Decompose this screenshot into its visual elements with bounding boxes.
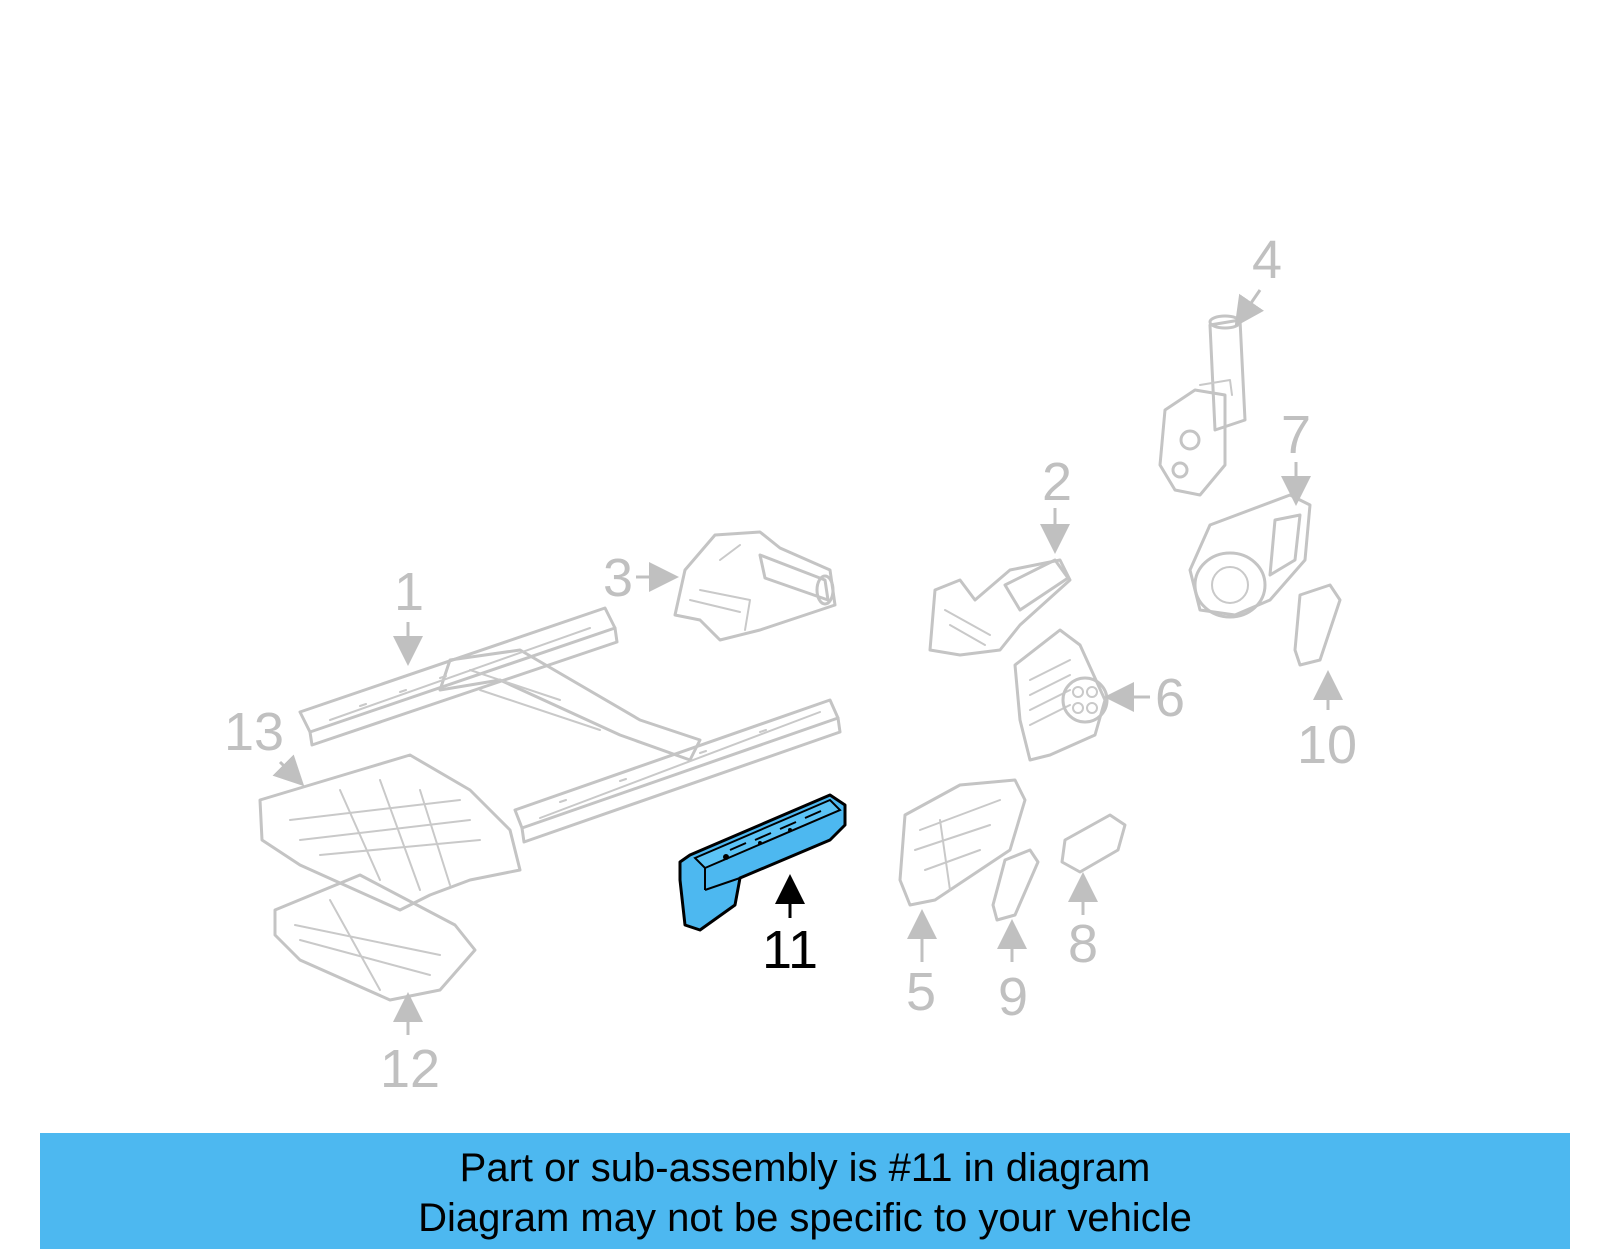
- callout-7: 7: [1281, 405, 1311, 465]
- part-6-module: [1013, 628, 1109, 762]
- part-11-switch: [678, 793, 847, 932]
- part-9-cover: [991, 848, 1040, 922]
- part-1-seat-track: [298, 606, 842, 844]
- part-10-cover: [1293, 583, 1342, 667]
- part-4-motor: [1158, 314, 1247, 497]
- callout-4: 4: [1252, 230, 1282, 290]
- banner-line-2: Diagram may not be specific to your vehi…: [418, 1196, 1192, 1240]
- callout-9: 9: [998, 967, 1028, 1027]
- callout-11: 11: [762, 920, 818, 980]
- info-banner: Part or sub-assembly is #11 in diagram D…: [40, 1133, 1570, 1249]
- part-8-cover: [1060, 813, 1127, 874]
- part-7-lumbar-module: [1188, 493, 1312, 619]
- callout-6: 6: [1155, 668, 1185, 728]
- leader-lines: [272, 289, 1343, 1035]
- part-3-motor-bracket: [673, 530, 837, 642]
- callout-10: 10: [1297, 715, 1357, 775]
- banner-line-1: Part or sub-assembly is #11 in diagram: [459, 1146, 1151, 1190]
- part-13-seat-base: [258, 753, 522, 912]
- callout-2: 2: [1042, 452, 1072, 512]
- part-2-motor-bracket: [928, 558, 1072, 657]
- part-5-control-module: [898, 778, 1027, 907]
- callout-5: 5: [906, 962, 936, 1022]
- part-12-seat-pan: [273, 873, 477, 1002]
- callout-8: 8: [1068, 914, 1098, 974]
- callout-12: 12: [380, 1039, 440, 1099]
- callout-1: 1: [394, 562, 424, 622]
- callout-13: 13: [224, 702, 284, 762]
- callout-3: 3: [603, 548, 633, 608]
